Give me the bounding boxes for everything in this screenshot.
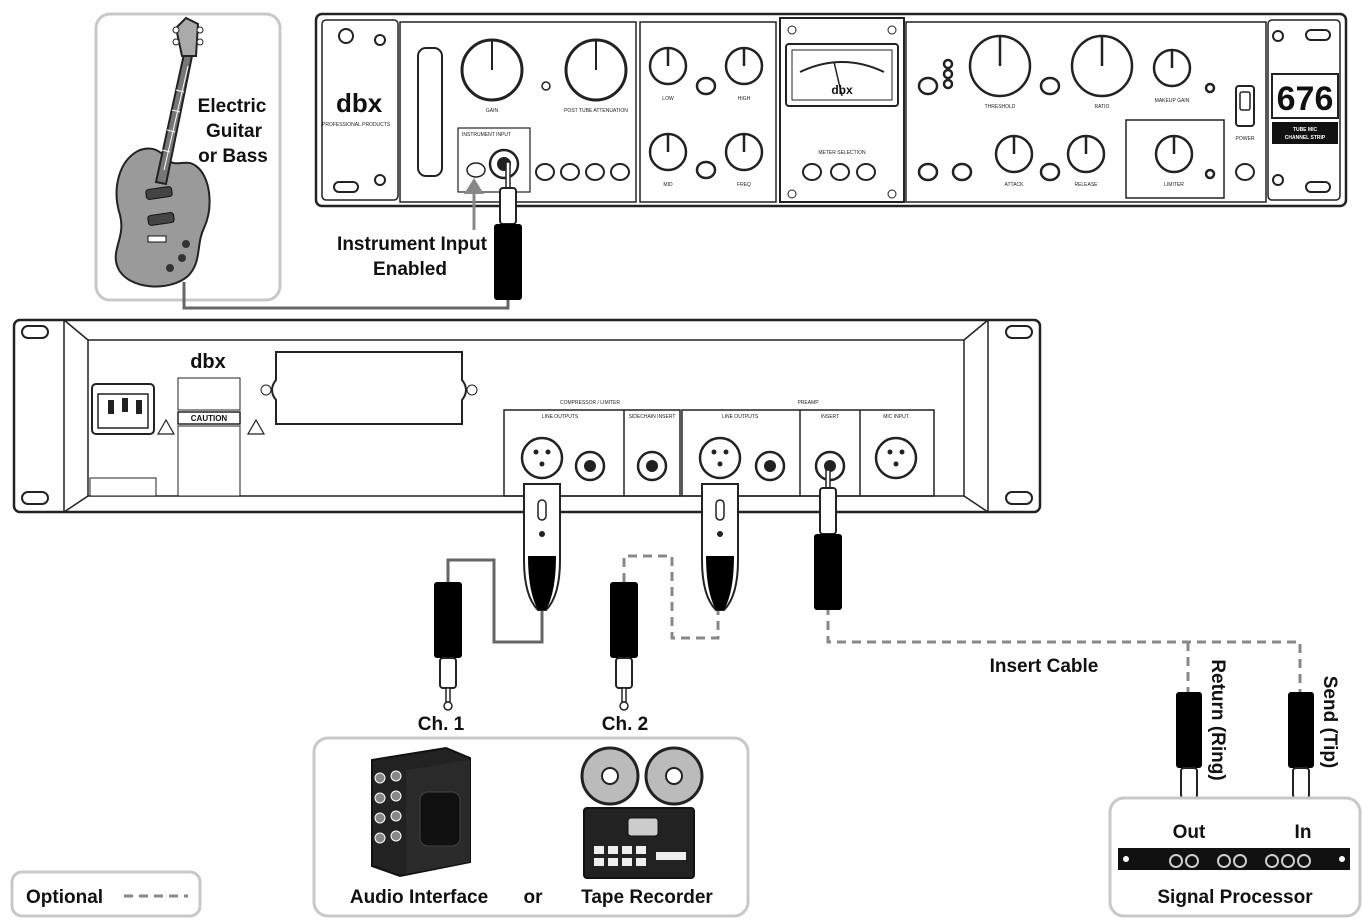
front-buttons-row[interactable] [535, 163, 630, 181]
vu-meter: dbx [785, 43, 899, 107]
knob-label-makeup: MAKEUP GAIN [1155, 98, 1190, 104]
rear-caution: CAUTION [191, 414, 228, 423]
rear-section-preamp: PREAMP [797, 400, 819, 406]
legend-box: Optional [10, 870, 202, 918]
rear-section-compressor: COMPRESSOR / LIMITER [560, 400, 620, 406]
knob-label-threshold: THRESHOLD [985, 104, 1016, 110]
meter-brand: dbx [831, 83, 853, 97]
knob-label-freq: FREQ [737, 182, 751, 188]
callout-arrow [464, 178, 484, 230]
eq-knobs[interactable] [648, 46, 764, 180]
ch1-label: Ch. 1 [418, 714, 465, 735]
jack-label-sidechain: SIDECHAIN INSERT [629, 414, 676, 420]
in-label: In [1295, 822, 1312, 843]
knob-label-limiter: LIMITER [1164, 182, 1184, 188]
jack-label-insert: INSERT [821, 414, 839, 420]
meter-buttons[interactable] [802, 163, 876, 181]
rear-panel: dbx CAUTION COMPRESSOR / LIMITER LINE OU… [12, 318, 1042, 514]
comp-xlr-out[interactable] [520, 436, 564, 480]
jack-label-mic-input: MIC INPUT [883, 414, 909, 420]
guitar-box: Electric Guitar or Bass [94, 12, 282, 302]
callout-line2: Enabled [373, 259, 447, 280]
compressor-controls[interactable] [917, 34, 1216, 182]
insert-cable-label: Insert Cable [990, 656, 1099, 677]
guitar-label-line3: or Bass [198, 146, 268, 167]
mic-input-xlr[interactable] [874, 436, 918, 480]
or-label: or [524, 887, 544, 908]
ch2-xlr-plug [701, 483, 739, 611]
instrument-input-label: INSTRUMENT INPUT [462, 132, 511, 138]
out-label: Out [1173, 822, 1206, 843]
tape-recorder-icon [580, 746, 704, 879]
guitar-label-line1: Electric [198, 96, 267, 117]
guitar-cable [182, 282, 510, 310]
callout-line1: Instrument Input [337, 234, 488, 255]
power-label: POWER [1236, 136, 1255, 142]
tape-recorder-label: Tape Recorder [581, 887, 713, 908]
front-brand: dbx [336, 88, 383, 118]
return-ring-label: Return (Ring) [1207, 659, 1228, 780]
jack-label-comp-line-out: LINE OUTPUTS [542, 414, 579, 420]
send-tip-label: Send (Tip) [1319, 676, 1340, 769]
model-sub-1: TUBE MIC [1293, 127, 1318, 133]
guitar-icon [114, 16, 211, 288]
post-tube-knob[interactable] [564, 38, 628, 102]
ch2-cable [622, 554, 720, 640]
rear-brand: dbx [190, 351, 226, 373]
audio-interface-icon [371, 746, 471, 878]
insert-trs-plug [814, 469, 842, 610]
guitar-label-line2: Guitar [206, 121, 263, 142]
knob-label-release: RELEASE [1074, 182, 1098, 188]
knob-label-post-tube: POST TUBE ATTENUATION [564, 108, 628, 114]
legend-optional-label: Optional [26, 887, 103, 908]
ch2-label: Ch. 2 [602, 714, 648, 735]
ch2-plug [610, 582, 638, 711]
model-number: 676 [1277, 80, 1334, 118]
instrument-switch[interactable] [466, 162, 486, 178]
knob-label-high: HIGH [738, 96, 751, 102]
jack-label-preamp-line-out: LINE OUTPUTS [722, 414, 759, 420]
knob-label-ratio: RATIO [1095, 104, 1110, 110]
front-brand-sub: PROFESSIONAL PRODUCTS [322, 122, 391, 128]
gain-knob[interactable] [460, 38, 524, 102]
model-sub-2: CHANNEL STRIP [1285, 135, 1326, 141]
ch1-xlr-plug [523, 483, 561, 611]
preamp-xlr-out[interactable] [698, 436, 742, 480]
front-panel: dbx PROFESSIONAL PRODUCTS INSTRUMENT INP… [314, 12, 1348, 208]
insert-cable [826, 606, 1302, 694]
knob-label-gain: GAIN [486, 108, 499, 114]
knob-label-attack: ATTACK [1005, 182, 1025, 188]
signal-processor-box: Out In Signal Processor [1108, 796, 1362, 918]
instrument-plug [494, 161, 522, 300]
meter-selection-label: METER SELECTION [818, 150, 866, 156]
ch1-cable [446, 558, 544, 644]
signal-processor-icon [1118, 848, 1350, 870]
signal-processor-label: Signal Processor [1157, 887, 1313, 908]
ch1-plug [434, 582, 462, 711]
destination-box: Audio Interface or Tape Recorder [312, 736, 750, 918]
knob-label-mid: MID [663, 182, 673, 188]
audio-interface-label: Audio Interface [350, 887, 488, 908]
knob-label-low: LOW [662, 96, 674, 102]
